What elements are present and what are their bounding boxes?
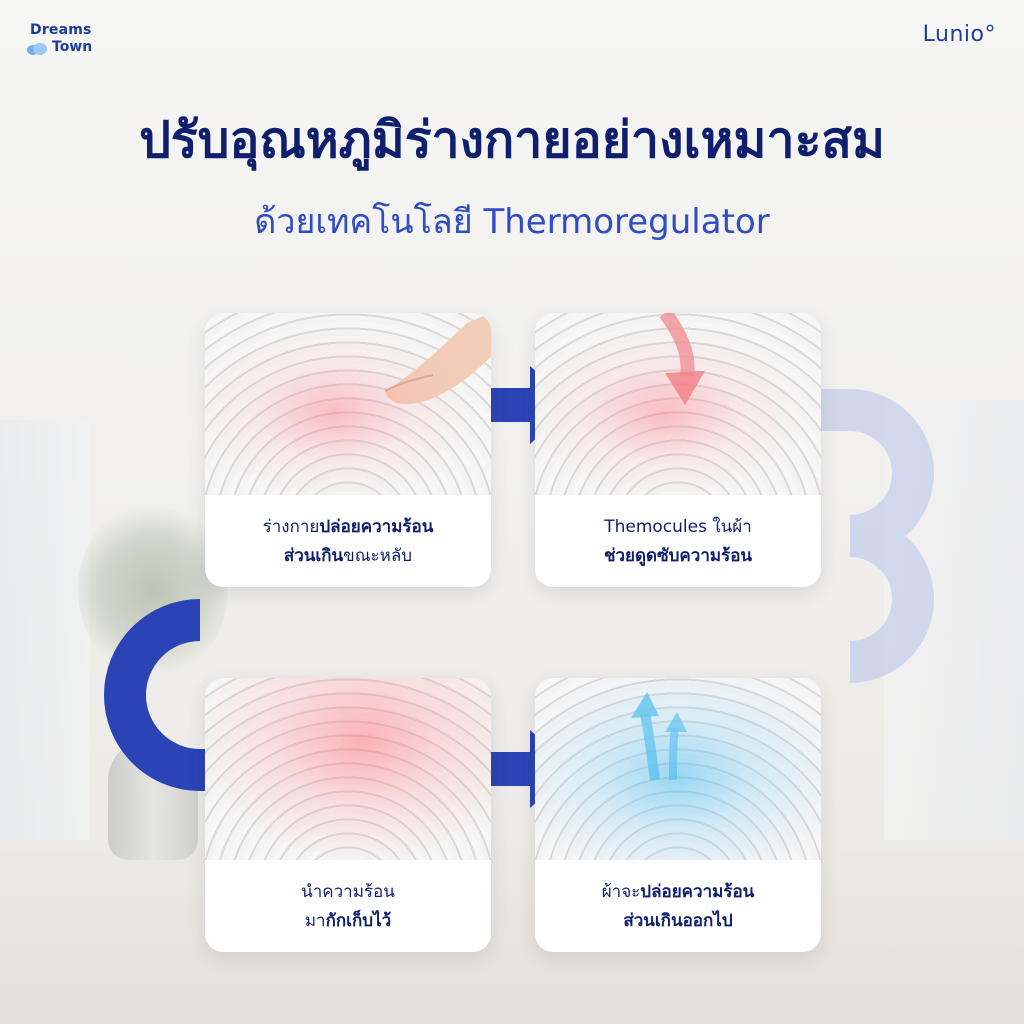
caption-bold: ปล่อยความร้อน <box>319 517 434 537</box>
heat-up-arrow-icon <box>631 692 687 781</box>
dreams-town-logo: Dreams Town <box>26 22 116 62</box>
page-subtitle: ด้วยเทคโนโลยี Thermoregulator <box>254 202 770 242</box>
caption-bold: ส่วนเกิน <box>283 546 344 566</box>
heat-down-arrow-icon <box>659 313 705 405</box>
caption-plain: ร่างกาย <box>262 517 320 537</box>
logo-line2: Town <box>52 39 93 55</box>
caption-plain: ขณะหลับ <box>343 546 413 566</box>
arrow-shaft-bottom <box>490 752 532 786</box>
step-caption: ร่างกายปล่อยความร้อน ส่วนเกินขณะหลับ <box>205 497 491 587</box>
page-title: ปรับอุณหภูมิร่างกายอย่างเหมาะสม <box>139 111 885 169</box>
background-window-left <box>0 420 90 840</box>
loop-left <box>104 599 230 791</box>
lunio-logo: Lunio° <box>922 22 996 47</box>
cloud-icon <box>27 43 47 55</box>
hand-icon <box>384 313 491 405</box>
step-card-2: Themocules ในผ้า ช่วยดูดซับความร้อน <box>535 313 821 587</box>
caption-bold: ปล่อยความร้อน <box>640 882 755 902</box>
fabric-texture <box>205 313 491 495</box>
caption-bold: กักเก็บไว้ <box>325 911 392 931</box>
fabric-texture <box>535 678 821 860</box>
caption-plain: นำความร้อน <box>301 882 395 902</box>
step-caption: นำความร้อน มากักเก็บไว้ <box>205 862 491 952</box>
caption-plain: ผ้าจะ <box>601 882 641 902</box>
step-caption: ผ้าจะปล่อยความร้อน ส่วนเกินออกไป <box>535 862 821 952</box>
fabric-texture <box>205 678 491 860</box>
step-card-4: ผ้าจะปล่อยความร้อน ส่วนเกินออกไป <box>535 678 821 952</box>
caption-plain: Themocules ในผ้า <box>604 517 752 537</box>
fabric-texture <box>535 313 821 495</box>
background-floor <box>0 844 1024 1024</box>
caption-bold: ส่วนเกินออกไป <box>623 911 733 931</box>
step-card-1: ร่างกายปล่อยความร้อน ส่วนเกินขณะหลับ <box>205 313 491 587</box>
step-caption: Themocules ในผ้า ช่วยดูดซับความร้อน <box>535 497 821 587</box>
caption-plain: มา <box>304 911 326 931</box>
step-card-3: นำความร้อน มากักเก็บไว้ <box>205 678 491 952</box>
logo-line1: Dreams <box>30 22 92 38</box>
caption-bold: ช่วยดูดซับความร้อน <box>603 546 753 566</box>
arrow-shaft-top <box>490 388 532 422</box>
loop-right <box>820 389 934 683</box>
